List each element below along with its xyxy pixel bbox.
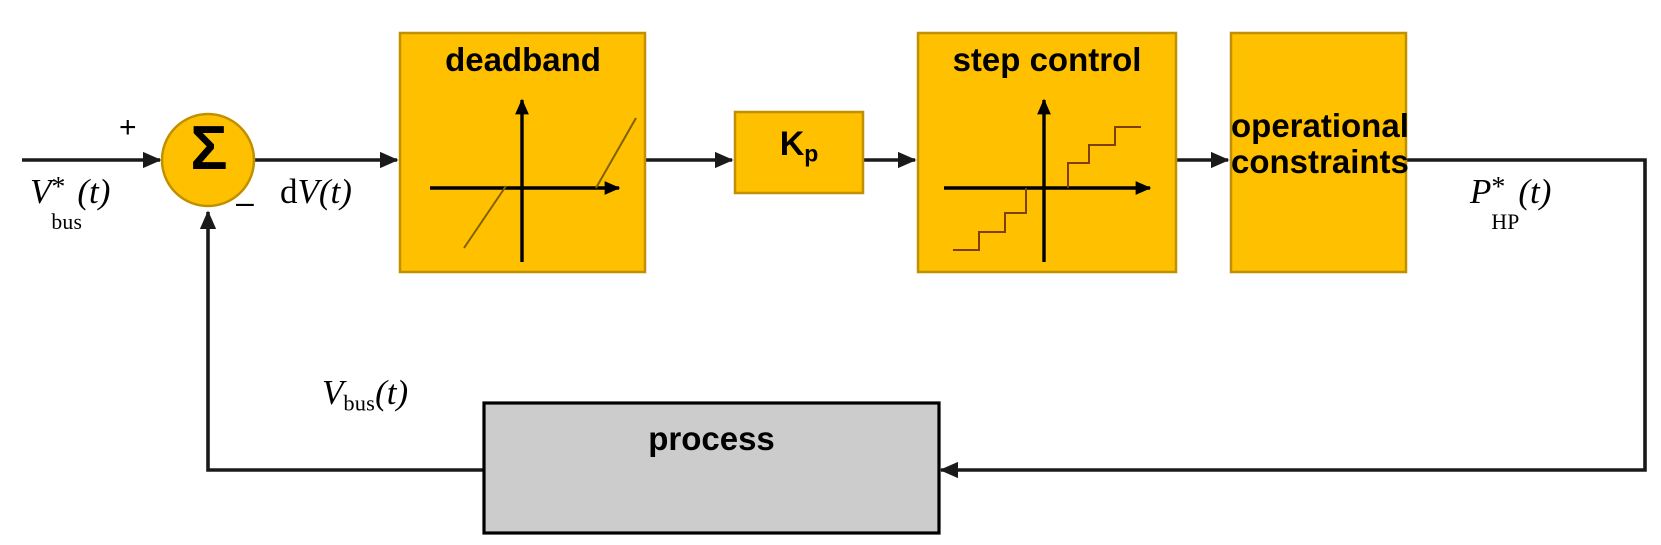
step-control-curve-graphic	[944, 98, 1152, 262]
deadband-segment-positive	[595, 117, 637, 189]
block-gain-kp[interactable]	[733, 110, 865, 195]
wire-output-to-process	[939, 158, 1647, 479]
wire-feedback-to-summing-junction	[199, 210, 484, 472]
block-process[interactable]	[482, 401, 941, 535]
block-operational-constraints[interactable]	[1229, 31, 1408, 274]
deadband-curve-graphic	[430, 98, 637, 262]
staircase-negative	[953, 188, 1027, 251]
signal-lines	[22, 151, 1647, 479]
staircase-positive	[1067, 126, 1141, 188]
block-summing-junction[interactable]	[160, 112, 256, 208]
block-step-control[interactable]	[916, 31, 1178, 274]
deadband-segment-negative	[463, 185, 507, 249]
